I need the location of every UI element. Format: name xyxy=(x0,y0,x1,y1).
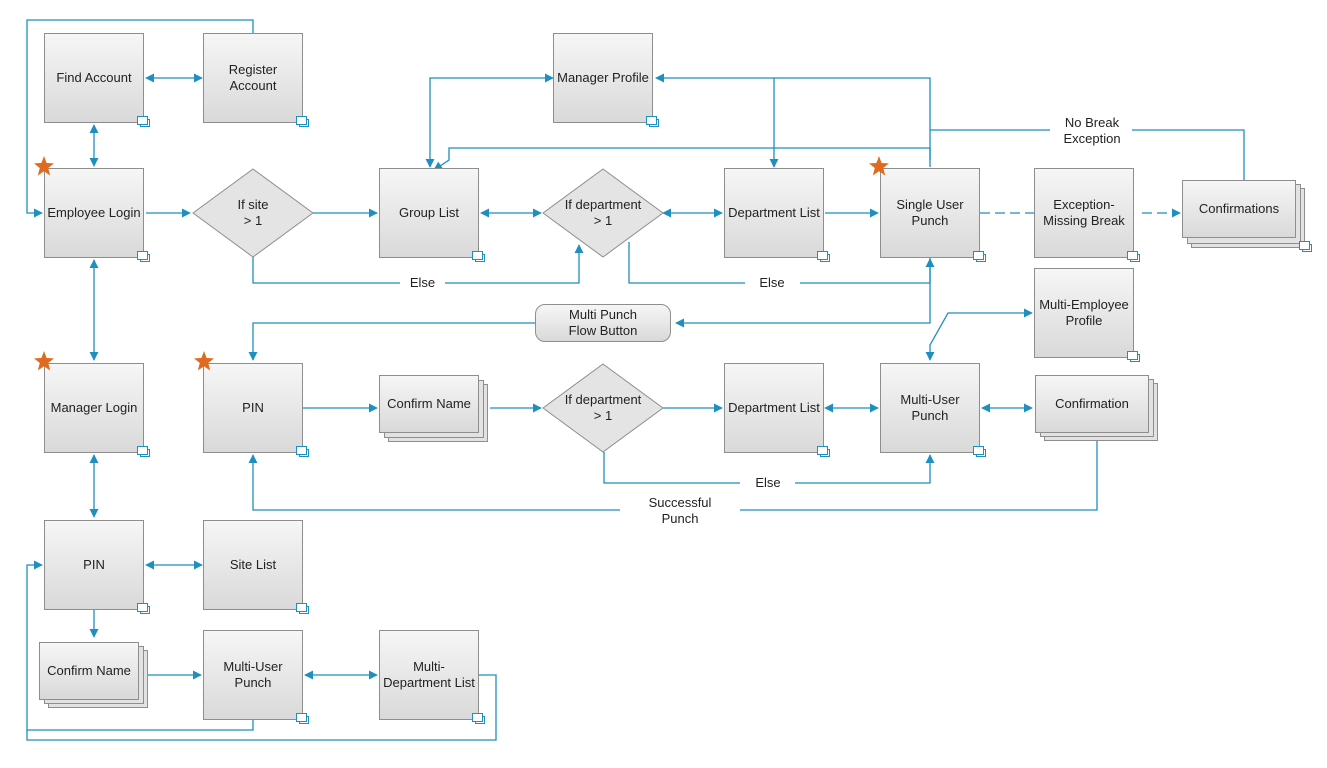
subpage-icon[interactable] xyxy=(137,446,150,457)
subpage-icon[interactable] xyxy=(296,603,309,614)
node-register-account[interactable]: Register Account xyxy=(203,33,303,123)
label-else-1: Else xyxy=(400,275,445,291)
node-pin-mid[interactable]: PIN xyxy=(203,363,303,453)
decision-if-department-mid-label: If department > 1 xyxy=(564,392,642,423)
connector-single-manager-profile xyxy=(655,73,931,167)
decision-if-site-label: If site > 1 xyxy=(237,197,269,228)
connector-loop-employee-login xyxy=(26,19,254,218)
connector-single-group xyxy=(433,147,931,171)
node-confirmations[interactable]: Confirmations xyxy=(1182,180,1296,238)
label-else-2: Else xyxy=(748,275,796,291)
node-department-list-mid[interactable]: Department List xyxy=(724,363,824,453)
subpage-icon[interactable] xyxy=(296,116,309,127)
node-multi-department-list[interactable]: Multi- Department List xyxy=(379,630,479,720)
subpage-icon[interactable] xyxy=(973,446,986,457)
node-multi-user-punch-bottom[interactable]: Multi-User Punch xyxy=(203,630,303,720)
connector-no-break xyxy=(930,129,1245,180)
node-multi-user-punch-mid[interactable]: Multi-User Punch xyxy=(880,363,980,453)
subpage-icon[interactable] xyxy=(296,446,309,457)
node-multi-punch-flow-button[interactable]: Multi Punch Flow Button xyxy=(535,304,671,342)
star-icon xyxy=(34,156,54,176)
subpage-icon[interactable] xyxy=(1299,241,1312,252)
decision-if-department-top xyxy=(542,168,664,258)
subpage-icon[interactable] xyxy=(296,713,309,724)
subpage-icon[interactable] xyxy=(973,251,986,262)
node-multi-employee-profile[interactable]: Multi-Employee Profile xyxy=(1034,268,1134,358)
subpage-icon[interactable] xyxy=(817,251,830,262)
star-icon xyxy=(34,351,54,371)
decision-if-site xyxy=(192,168,314,258)
decision-if-department-mid xyxy=(542,363,664,453)
node-single-user-punch[interactable]: Single User Punch xyxy=(880,168,980,258)
node-manager-login[interactable]: Manager Login xyxy=(44,363,144,453)
subpage-icon[interactable] xyxy=(646,116,659,127)
subpage-icon[interactable] xyxy=(1127,351,1140,362)
connector-ifsite-else xyxy=(252,245,579,284)
connector-multidept-loop xyxy=(26,674,497,741)
decision-if-department-top-label: If department > 1 xyxy=(564,197,642,228)
subpage-icon[interactable] xyxy=(472,713,485,724)
connector-single-multipunch xyxy=(675,257,931,328)
star-icon xyxy=(869,156,889,176)
star-icon xyxy=(194,351,214,371)
node-find-account[interactable]: Find Account xyxy=(44,33,144,123)
node-confirm-name-bottom[interactable]: Confirm Name xyxy=(39,642,139,700)
connector-successful-punch xyxy=(253,441,1098,511)
subpage-icon[interactable] xyxy=(817,446,830,457)
connector-manager-profile-group xyxy=(425,73,554,168)
node-manager-profile[interactable]: Manager Profile xyxy=(553,33,653,123)
connector-ifdept-mid-else xyxy=(603,452,930,484)
node-site-list[interactable]: Site List xyxy=(203,520,303,610)
node-pin-bottom[interactable]: PIN xyxy=(44,520,144,610)
subpage-icon[interactable] xyxy=(137,603,150,614)
connector-multiuser-profile xyxy=(925,308,1033,361)
subpage-icon[interactable] xyxy=(137,116,150,127)
subpage-icon[interactable] xyxy=(137,251,150,262)
label-no-break-exception: No Break Exception xyxy=(1052,115,1132,147)
node-group-list[interactable]: Group List xyxy=(379,168,479,258)
subpage-icon[interactable] xyxy=(1127,251,1140,262)
label-successful-punch: Successful Punch xyxy=(630,495,730,527)
subpage-icon[interactable] xyxy=(472,251,485,262)
node-department-list-top[interactable]: Department List xyxy=(724,168,824,258)
node-confirmation[interactable]: Confirmation xyxy=(1035,375,1149,433)
node-exception-missing-break[interactable]: Exception- Missing Break xyxy=(1034,168,1134,258)
label-else-3: Else xyxy=(744,475,792,491)
connector-multipunch-pin xyxy=(248,322,535,361)
node-employee-login[interactable]: Employee Login xyxy=(44,168,144,258)
node-confirm-name-mid[interactable]: Confirm Name xyxy=(379,375,479,433)
